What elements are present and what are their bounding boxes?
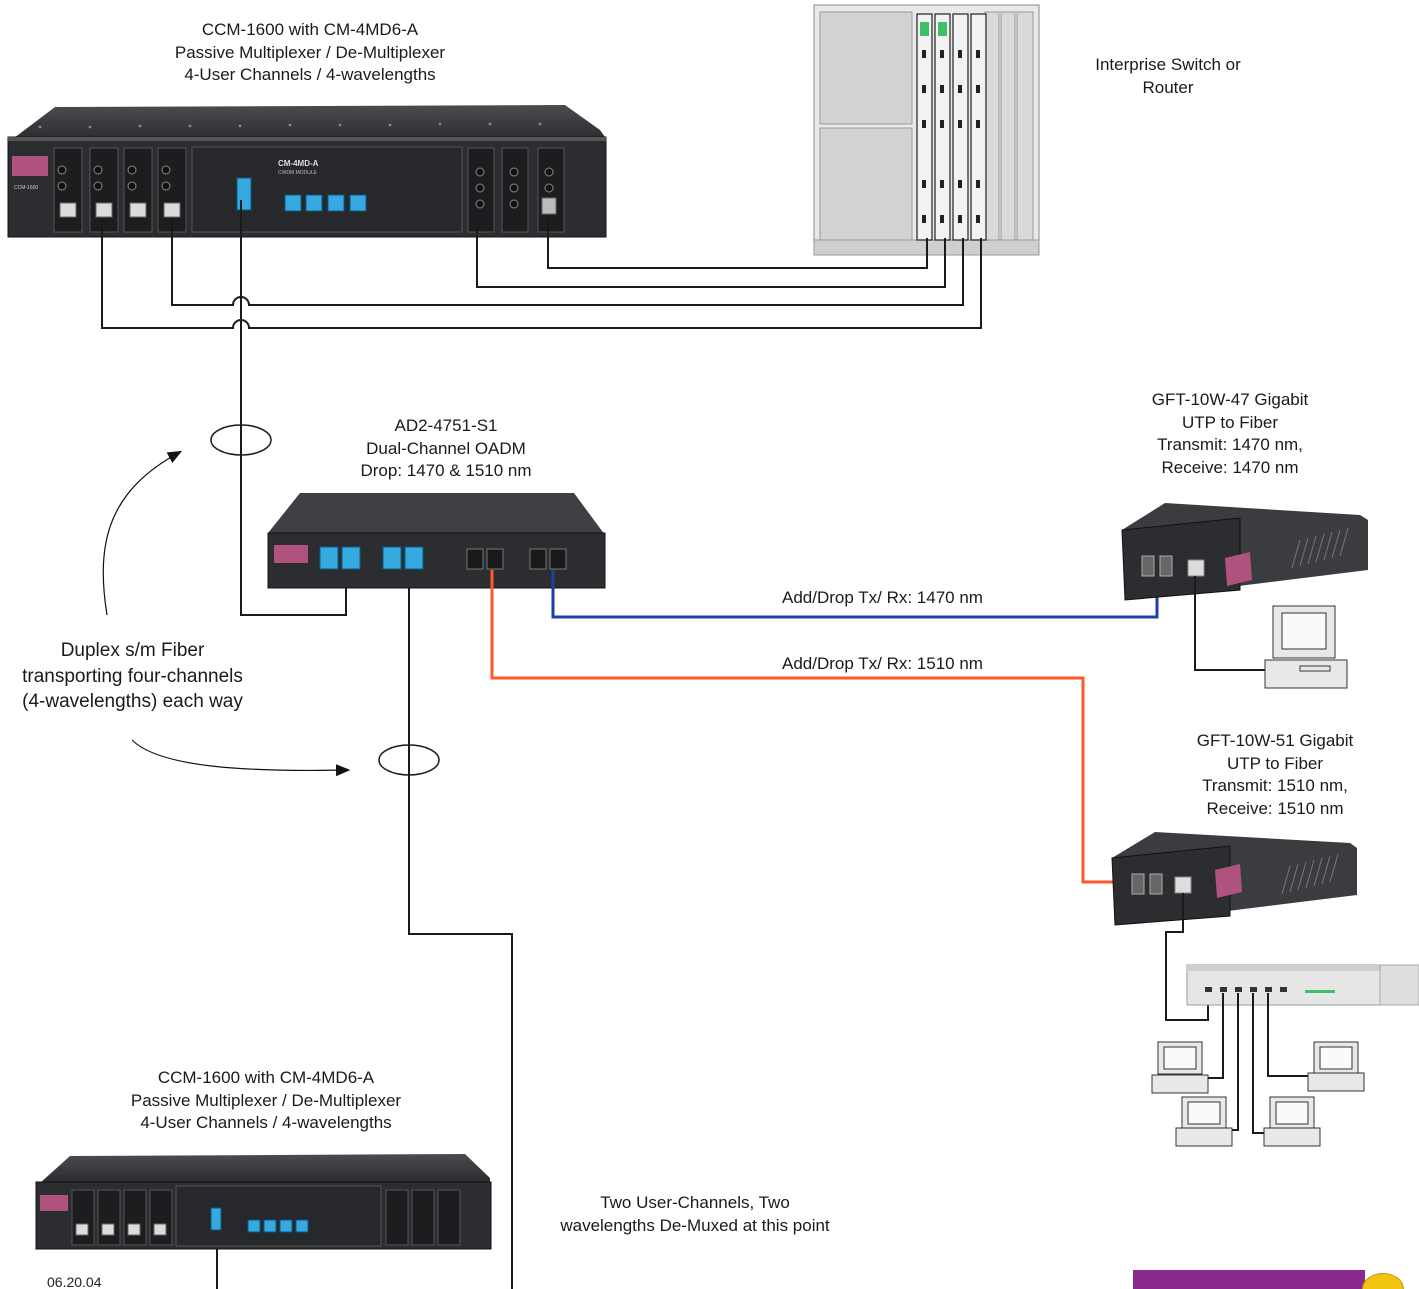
brand-badge [12, 156, 48, 176]
gft47-label: GFT-10W-47 Gigabit UTP to Fiber Transmit… [1130, 389, 1330, 479]
arrow-right [132, 740, 348, 770]
date-stamp: 06.20.04 [47, 1274, 102, 1289]
computer-5 [1264, 1097, 1320, 1146]
computer-1 [1265, 606, 1347, 688]
duplex-label-line3: (4-wavelengths) each way [5, 689, 260, 715]
top-mux-label-line3: 4-User Channels / 4-wavelengths [150, 64, 470, 87]
duplex-label-line1: Duplex s/m Fiber [5, 638, 260, 664]
top-mux-label-line2: Passive Multiplexer / De-Multiplexer [150, 42, 470, 65]
gft51-label-line2: UTP to Fiber [1175, 753, 1375, 776]
gft51-label-line1: GFT-10W-51 Gigabit [1175, 730, 1375, 753]
gft47-label-line1: GFT-10W-47 Gigabit [1130, 389, 1330, 412]
oadm-label: AD2-4751-S1 Dual-Channel OADM Drop: 1470… [336, 415, 556, 483]
duplex-label-line2: transporting four-channels [5, 664, 260, 690]
computer-2 [1152, 1042, 1208, 1093]
oadm-label-line1: AD2-4751-S1 [336, 415, 556, 438]
computer-4 [1176, 1097, 1232, 1146]
link-1470-label: Add/Drop Tx/ Rx: 1470 nm [782, 588, 983, 608]
demux-label-line1: Two User-Channels, Two [545, 1192, 845, 1215]
oadm-label-line3: Drop: 1470 & 1510 nm [336, 460, 556, 483]
gft47-label-line2: UTP to Fiber [1130, 412, 1330, 435]
mux-module-subtitle: CWDM MODULE [278, 170, 318, 176]
switch-label-line1: Interprise Switch or [1078, 54, 1258, 77]
mux-model-label: CCM-1600 [14, 185, 38, 191]
link-1510-label: Add/Drop Tx/ Rx: 1510 nm [782, 654, 983, 674]
gft47-label-line3: Transmit: 1470 nm, [1130, 434, 1330, 457]
top-mux-label-line1: CCM-1600 with CM-4MD6-A [150, 19, 470, 42]
demux-label: Two User-Channels, Two wavelengths De-Mu… [545, 1192, 845, 1237]
gft51-label-line3: Transmit: 1510 nm, [1175, 775, 1375, 798]
bottom-mux-chassis [36, 1154, 491, 1249]
gft47-device [1122, 503, 1368, 600]
gft51-label-line4: Receive: 1510 nm [1175, 798, 1375, 821]
bottom-mux-label-line1: CCM-1600 with CM-4MD6-A [106, 1067, 426, 1090]
arrow-up [103, 452, 180, 615]
gft47-label-line4: Receive: 1470 nm [1130, 457, 1330, 480]
mux-module-title: CM-4MD-A [278, 159, 319, 168]
enterprise-switch [814, 5, 1039, 255]
footer-bar [1133, 1270, 1365, 1289]
oadm-label-line2: Dual-Channel OADM [336, 438, 556, 461]
top-mux-chassis: CCM-1600 CM-4MD-A CWDM MODULE [8, 105, 606, 237]
bottom-mux-label-line2: Passive Multiplexer / De-Multiplexer [106, 1090, 426, 1113]
bottom-mux-label: CCM-1600 with CM-4MD6-A Passive Multiple… [106, 1067, 426, 1135]
ethernet-hub [1187, 965, 1419, 1005]
duplex-fiber-label: Duplex s/m Fiber transporting four-chann… [5, 638, 260, 715]
switch-label-line2: Router [1078, 77, 1258, 100]
gft51-device [1112, 832, 1357, 925]
computer-3 [1308, 1042, 1364, 1091]
top-mux-label: CCM-1600 with CM-4MD6-A Passive Multiple… [150, 19, 470, 87]
gft51-label: GFT-10W-51 Gigabit UTP to Fiber Transmit… [1175, 730, 1375, 820]
bottom-mux-label-line3: 4-User Channels / 4-wavelengths [106, 1112, 426, 1135]
demux-label-line2: wavelengths De-Muxed at this point [545, 1215, 845, 1238]
sc-port-line [237, 178, 251, 210]
switch-label: Interprise Switch or Router [1078, 54, 1258, 99]
